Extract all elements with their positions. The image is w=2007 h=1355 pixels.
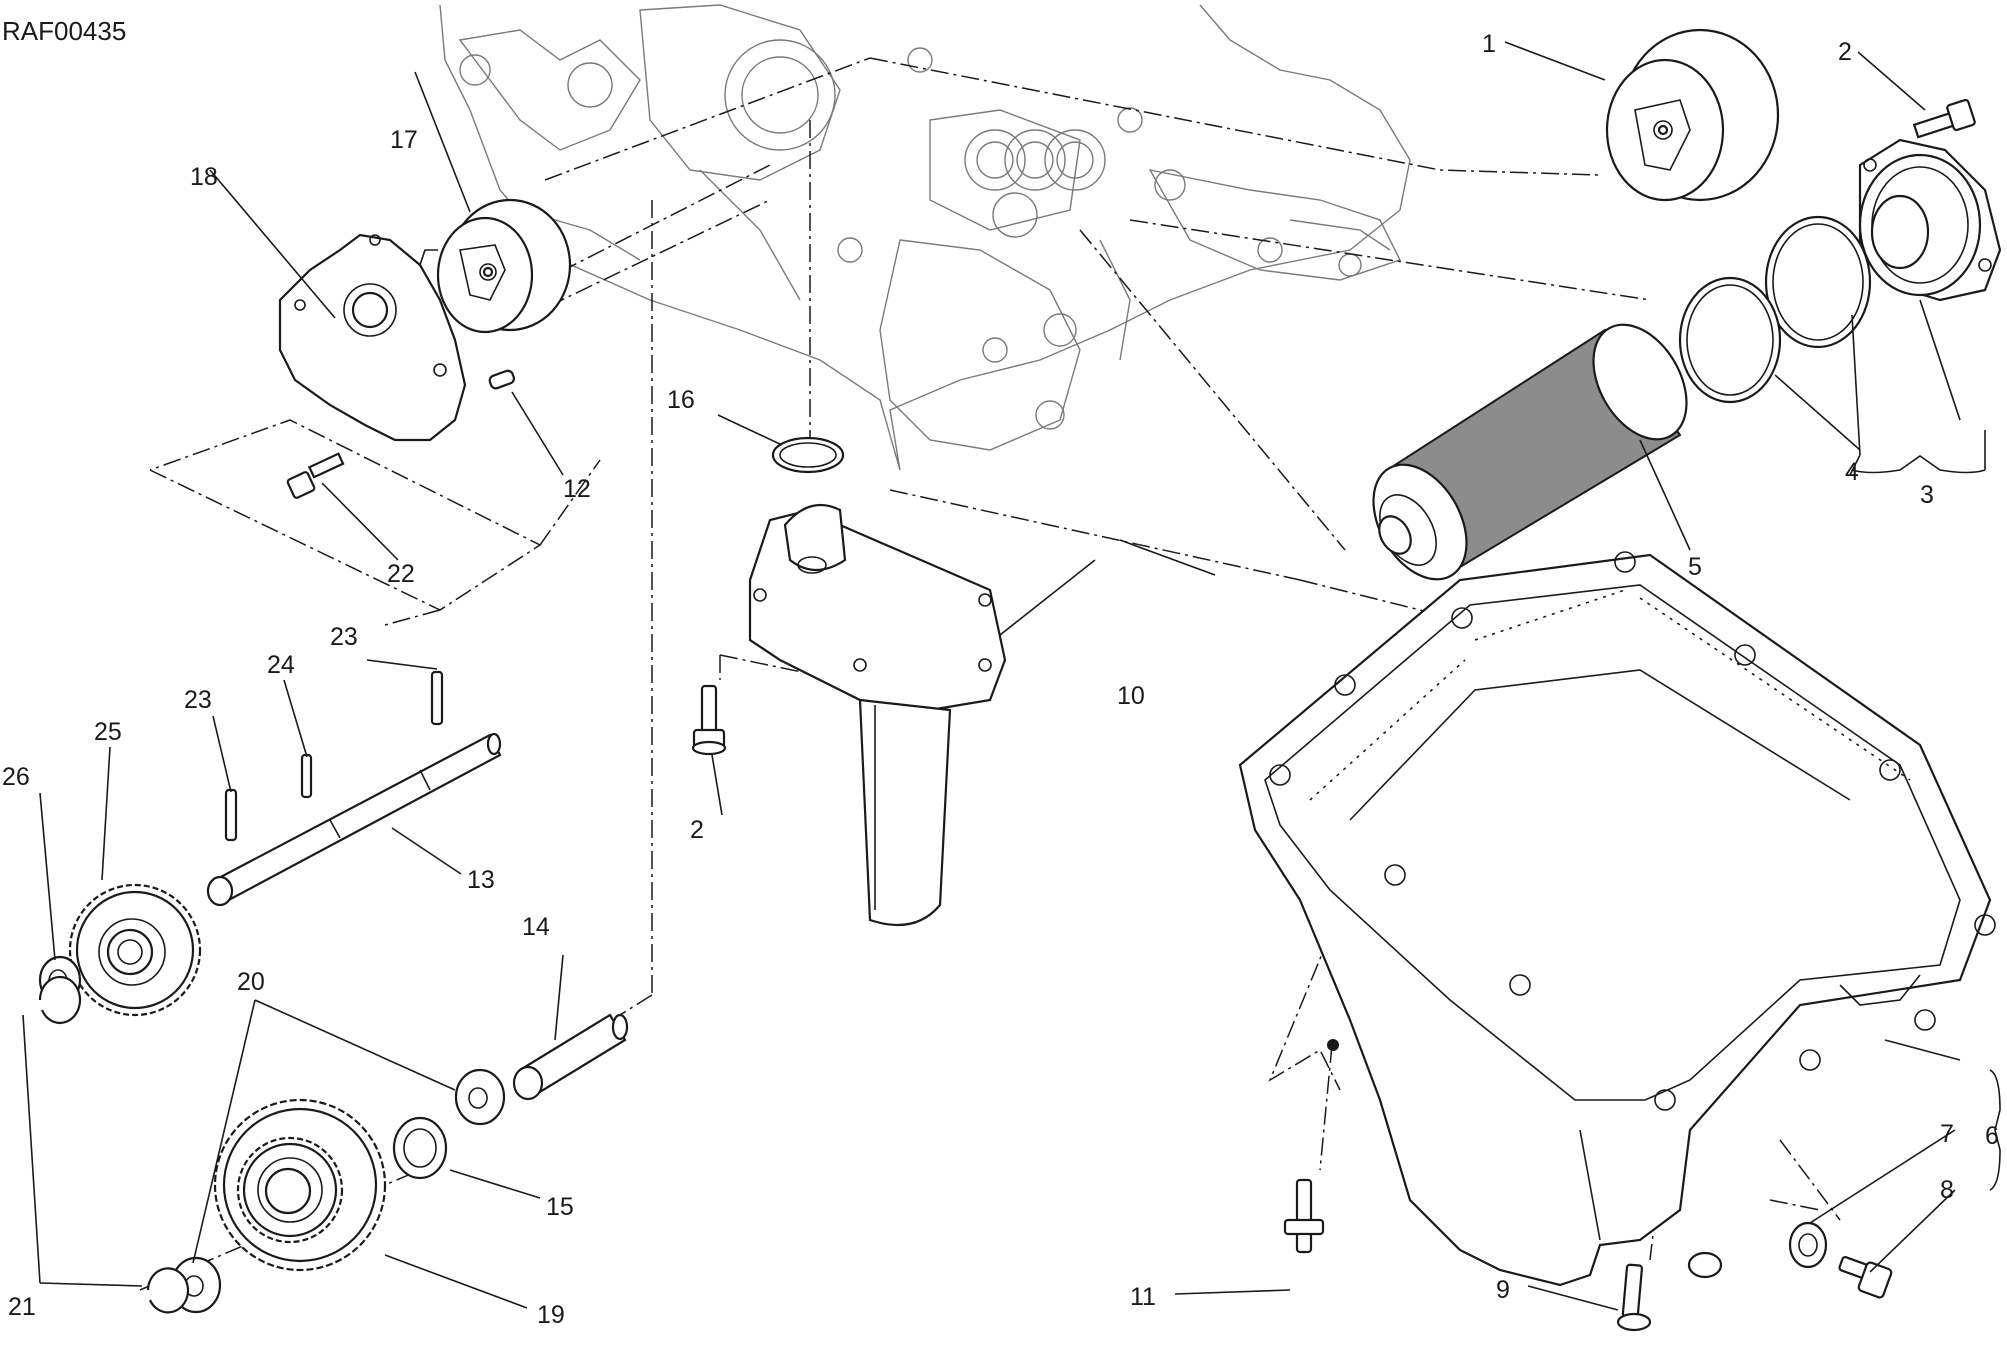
callout-2-strainer: 2: [690, 816, 704, 844]
callout-23-right: 23: [330, 623, 358, 651]
crankcase-ghost: [439, 4, 1411, 471]
callout-4: 4: [1845, 458, 1859, 486]
drawing-code: RAF00435: [2, 16, 126, 46]
callout-21: 21: [8, 1293, 36, 1321]
filter-cap-3: [1858, 138, 2002, 302]
callout-16: 16: [667, 386, 695, 414]
washer-20-right: [454, 1068, 506, 1126]
oil-pump-cover-18: [278, 233, 467, 442]
pin-24: [300, 753, 313, 799]
bolt-22: [286, 452, 345, 499]
o-ring-4-outer: [1764, 215, 1872, 349]
callout-2-cap: 2: [1838, 38, 1852, 66]
callout-labels: 1 2 2 3 4 5 6 7 8 9 10 11 12 13 14 15 16…: [2, 30, 1999, 1329]
sealing-washer-7: [1788, 1221, 1828, 1269]
stud-bolt-11: [1283, 1178, 1325, 1254]
callout-25: 25: [94, 718, 122, 746]
needle-bearing-15: [392, 1116, 448, 1180]
seal-point-marker: [1327, 1039, 1339, 1051]
circlip-21-lower: [146, 1267, 190, 1314]
bolt-2-cap: [1912, 98, 1976, 139]
oil-pump-rotor-17: [436, 198, 572, 334]
callout-6: 6: [1985, 1122, 1999, 1150]
o-ring-16: [771, 436, 845, 474]
gear-19: [213, 1098, 387, 1272]
bolt-9: [1616, 1263, 1652, 1332]
callout-22: 22: [387, 560, 415, 588]
callout-24: 24: [267, 651, 295, 679]
oil-strainer-10: [748, 503, 1007, 927]
callout-8: 8: [1940, 1176, 1954, 1204]
callout-12: 12: [563, 475, 591, 503]
oil-sump-6: [1238, 551, 1996, 1287]
callout-1: 1: [1482, 30, 1496, 58]
callout-13: 13: [467, 866, 495, 894]
callout-20: 20: [237, 968, 265, 996]
callout-14: 14: [522, 913, 550, 941]
callout-3: 3: [1920, 481, 1934, 509]
callout-11: 11: [1130, 1283, 1156, 1311]
callout-7: 7: [1940, 1120, 1954, 1148]
oil-pump-rotor-1: [1605, 28, 1780, 202]
callout-10: 10: [1117, 682, 1145, 710]
pin-23-left: [224, 788, 238, 842]
o-ring-4-inner: [1678, 276, 1782, 404]
oil-filter-cartridge-5: [1372, 323, 1688, 581]
bolt-2-strainer: [691, 684, 727, 756]
shaft-13: [206, 732, 502, 907]
shaft-14: [512, 1013, 629, 1101]
dowel-pin-12: [488, 369, 516, 390]
pin-23-right: [430, 670, 444, 726]
callout-9: 9: [1496, 1276, 1510, 1304]
gear-25: [68, 883, 202, 1017]
callout-26: 26: [2, 763, 30, 791]
callout-19: 19: [537, 1301, 565, 1329]
callout-23-left: 23: [184, 686, 212, 714]
drain-plug-8: [1838, 1256, 1893, 1299]
callout-17: 17: [390, 126, 418, 154]
leader-lines: [22, 41, 2001, 1311]
circlip-21-upper: [38, 975, 82, 1024]
callout-18: 18: [190, 163, 218, 191]
callout-5: 5: [1688, 553, 1702, 581]
callout-15: 15: [546, 1193, 574, 1221]
